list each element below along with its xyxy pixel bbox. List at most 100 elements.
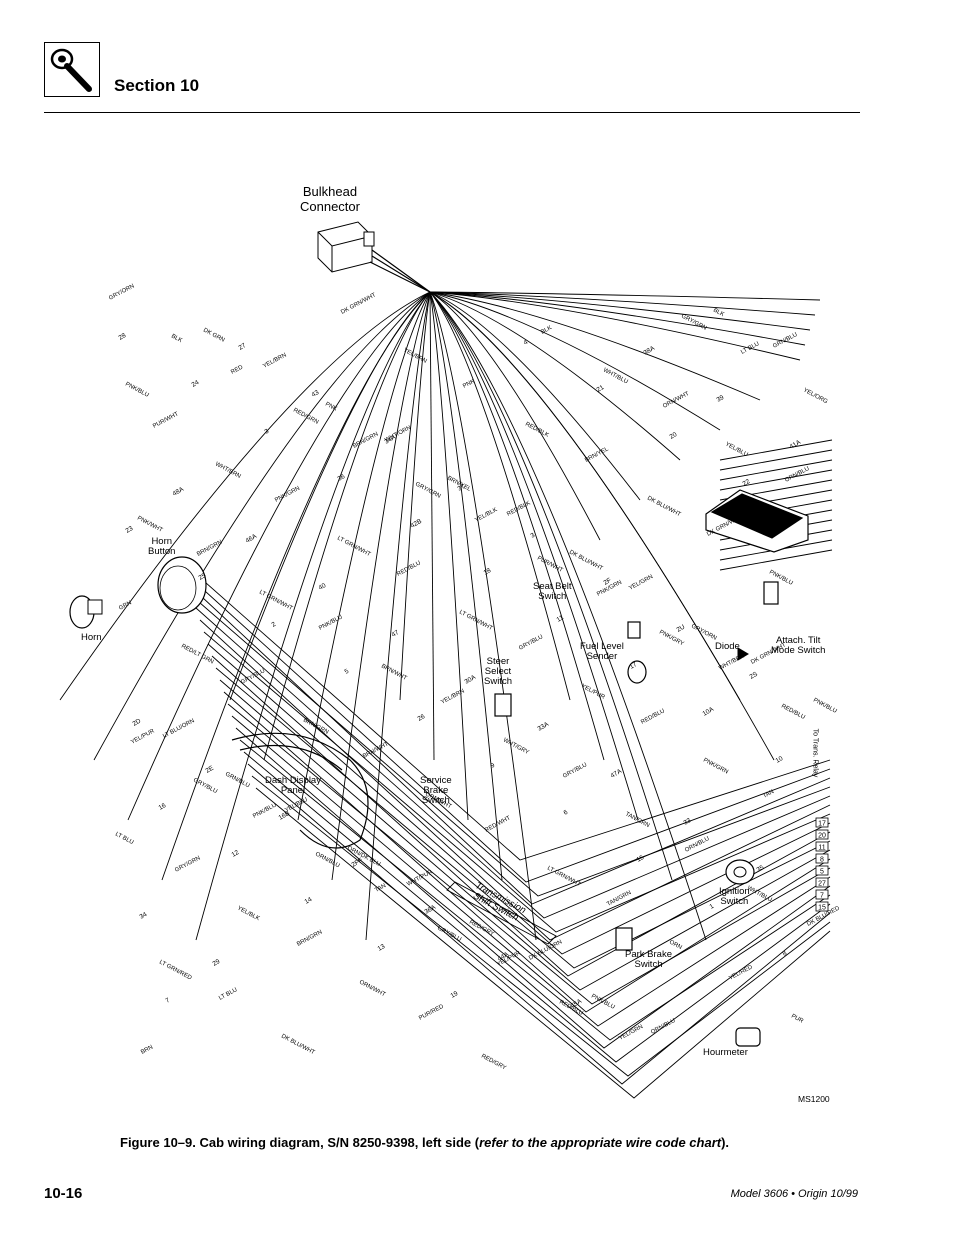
code-box-text: 27 bbox=[818, 881, 826, 888]
diode-label: Diode bbox=[715, 641, 740, 652]
wire-color: DK BLU/WHT bbox=[568, 549, 604, 572]
wire-number: 14 bbox=[304, 896, 314, 906]
wire-number: 6 bbox=[563, 809, 570, 817]
header-divider bbox=[44, 112, 860, 113]
wire-color: BRN/GRN bbox=[296, 929, 323, 947]
wire-color: BRN/GRN bbox=[302, 717, 329, 735]
wire-harness bbox=[59, 291, 833, 1099]
wire-path bbox=[719, 469, 833, 491]
wire-number: 2D bbox=[132, 717, 143, 727]
wire-path bbox=[719, 439, 833, 461]
wire-color: YEL/PUR bbox=[130, 728, 156, 746]
wire-color: BRN/GRN bbox=[196, 539, 223, 557]
code-box-text: 7 bbox=[820, 893, 824, 900]
wire-color: BLK bbox=[712, 307, 725, 318]
ignition-switch-icon bbox=[725, 859, 755, 885]
wire-number: 5 bbox=[344, 668, 351, 676]
wire-path bbox=[127, 291, 431, 821]
wire-path bbox=[429, 291, 821, 301]
code-box-text: 11 bbox=[818, 845, 825, 852]
seat-belt-switch-icon bbox=[627, 621, 641, 639]
wire-path bbox=[719, 459, 833, 481]
wire-path bbox=[429, 291, 601, 541]
bulkhead-connector-icon bbox=[317, 221, 431, 293]
wire-color: DK GRN/WHT bbox=[340, 292, 377, 316]
wire-number: 2U bbox=[676, 623, 687, 633]
wire-color: ORN/BLU bbox=[684, 836, 710, 854]
wire-number: 3 bbox=[530, 532, 537, 540]
wire-color: TAN bbox=[374, 883, 387, 894]
wire-color: GRY/BLU bbox=[562, 762, 588, 780]
wire-color: RED/GRY bbox=[480, 1053, 507, 1071]
code-box-text: 15 bbox=[818, 905, 826, 912]
wire-path bbox=[429, 291, 435, 761]
wire-color: BRN/WHT bbox=[380, 663, 408, 682]
wire-number: 13 bbox=[377, 943, 387, 953]
wire-path bbox=[195, 607, 831, 919]
wire-number-group: 282433642B18111710A101612141319421202223… bbox=[118, 332, 803, 1010]
wire-path bbox=[429, 291, 681, 461]
wire-path bbox=[231, 715, 831, 1027]
figure-ref: MS1200 bbox=[798, 1094, 830, 1104]
code-box bbox=[815, 841, 829, 852]
wire-path bbox=[219, 679, 831, 991]
wire-path bbox=[239, 739, 831, 1041]
dash-display-icon bbox=[231, 732, 369, 849]
wire-color: RED bbox=[230, 364, 245, 376]
wire-number: 2E bbox=[205, 764, 216, 774]
wire-number: 46A bbox=[245, 533, 259, 545]
wire-number: 37 bbox=[457, 483, 467, 493]
wire-number: 48A bbox=[172, 486, 186, 498]
wire-path bbox=[187, 583, 831, 905]
wire-number: 16 bbox=[158, 802, 168, 812]
wire-number: 11 bbox=[556, 614, 566, 624]
wire-color: PUR/WHT bbox=[152, 411, 180, 430]
wrench-icon bbox=[44, 42, 100, 97]
wire-color: YEL/BLK bbox=[474, 507, 498, 524]
wire-number: 10 bbox=[775, 755, 785, 765]
horn-button-icon bbox=[157, 556, 207, 614]
wire-color: PUR/WHT bbox=[536, 555, 564, 574]
wire-path bbox=[399, 291, 431, 701]
wire-color: DK BLU/WHT bbox=[280, 1033, 316, 1056]
wire-path bbox=[429, 291, 571, 701]
wire-path bbox=[93, 291, 431, 761]
code-box bbox=[815, 829, 829, 840]
wire-number: 47A bbox=[610, 768, 624, 780]
code-box-text: 5 bbox=[820, 869, 824, 876]
wire-number: 2 bbox=[271, 621, 278, 629]
wire-number: 33 bbox=[683, 817, 693, 827]
figure-caption: Figure 10–9. Cab wiring diagram, S/N 825… bbox=[120, 1135, 730, 1150]
wire-path bbox=[429, 291, 605, 761]
wire-path bbox=[59, 291, 431, 701]
wire-color: LT GRN/WHT bbox=[258, 589, 294, 612]
wire-path bbox=[183, 571, 831, 883]
wire-color: PNK/BLU bbox=[318, 614, 343, 631]
wire-number: 39 bbox=[716, 394, 726, 404]
wire-color: PUR bbox=[790, 1013, 805, 1025]
wire-number: 3 bbox=[264, 428, 271, 436]
wire-number: 16B bbox=[278, 810, 292, 822]
code-box-text: 8 bbox=[820, 857, 824, 864]
wire-path bbox=[211, 655, 831, 977]
wire-number: 2S bbox=[749, 670, 760, 680]
wire-color: BRN bbox=[140, 1045, 154, 1056]
attach-tilt-switch-icon bbox=[763, 581, 779, 605]
wire-number: 18 bbox=[483, 567, 493, 577]
wire-color: PNK/WHT bbox=[136, 515, 164, 533]
wire-color: LT BLU bbox=[218, 987, 238, 1002]
wire-number: 47 bbox=[391, 629, 401, 639]
wire-color: WHT/BLU bbox=[602, 367, 629, 385]
wire-path bbox=[365, 291, 431, 941]
wire-path bbox=[429, 291, 673, 881]
wire-number: 10A bbox=[702, 706, 716, 718]
wire-number: 42B bbox=[410, 518, 424, 530]
wire-path bbox=[251, 775, 831, 1077]
wire-path bbox=[229, 291, 431, 701]
wire-path bbox=[203, 631, 831, 933]
